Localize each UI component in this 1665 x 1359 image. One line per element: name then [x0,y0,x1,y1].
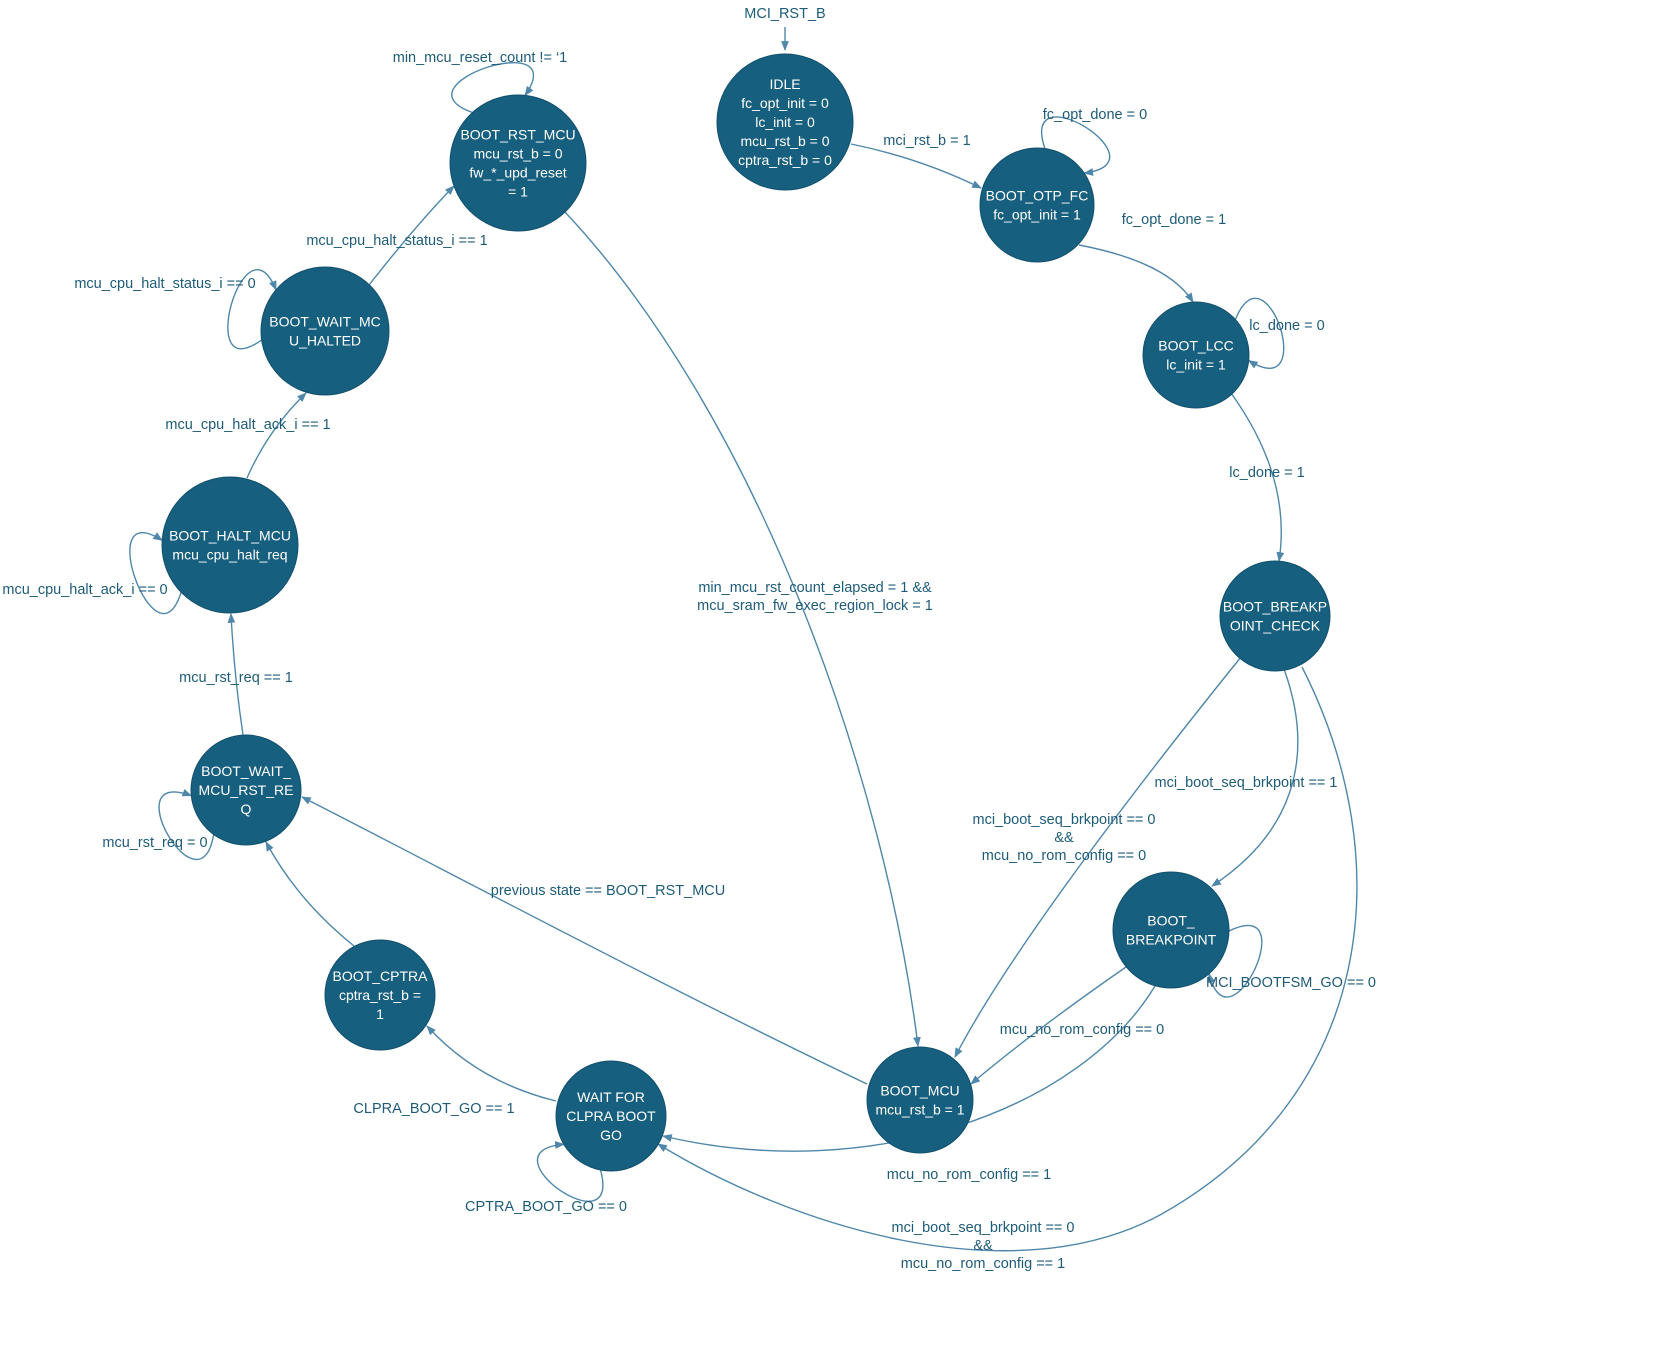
transition-label-bp-mcu: mcu_no_rom_config == 0 [1000,1022,1164,1038]
state-circle-boot_wait_mcu_halted [260,266,390,396]
transition-bpc-bp [1211,668,1299,887]
state-circle-boot_breakpoint [1112,871,1230,989]
transition-idle-otp [850,143,982,189]
transition-otp-self [1041,116,1111,176]
transition-label-waitrst-halt: mcu_rst_req == 1 [179,670,293,686]
transition-halted-rstmcu [368,185,455,286]
transition-label-waitgo-cptra: CLPRA_BOOT_GO == 1 [353,1101,514,1117]
transition-waitrst-halt [227,613,244,736]
state-circle-boot_wait_mcu_rst_req [190,734,302,846]
transition-bp-self [1207,924,1263,998]
transition-label-lcc-bpc: lc_done = 1 [1229,465,1304,481]
transition-label-entry-idle: MCI_RST_B [744,6,825,22]
state-circle-idle [716,53,854,191]
state-circle-boot_cptra [324,939,436,1051]
state-boot_breakpoint: BOOT_BREAKPOINT [1112,871,1230,989]
transition-waitgo-self [536,1141,604,1202]
transition-mcu-waitrst [301,796,868,1085]
transition-label-bp-self: MCI_BOOTFSM_GO == 0 [1206,975,1376,991]
state-label-boot_breakpoint: BOOT_BREAKPOINT [1126,913,1217,948]
transition-label-otp-self: fc_opt_done = 0 [1043,107,1147,123]
transition-label-bp-waitgo: mcu_no_rom_config == 1 [887,1167,1051,1183]
transition-label-waitrst-self: mcu_rst_req = 0 [102,835,207,851]
transition-halt-self [129,532,182,615]
state-circle-boot_mcu [866,1046,974,1154]
state-circle-wait_for_cptra_boot_go [555,1060,667,1172]
transition-label-otp-lcc: fc_opt_done = 1 [1122,212,1226,228]
transition-waitrst-self [158,788,215,861]
transition-layer [129,27,1358,1252]
transition-bpc-waitgo [657,666,1358,1252]
transition-cptra-waitrst [265,841,355,947]
transition-rstmcu-mcu [564,211,921,1047]
transition-halt-halted [246,392,307,479]
transition-bpc-mcu [954,656,1242,1058]
transition-label-bpc-bp: mci_boot_seq_brkpoint == 1 [1155,775,1338,791]
transition-label-idle-otp: mci_rst_b = 1 [883,133,970,149]
transition-label-bpc-mcu: mci_boot_seq_brkpoint == 0&&mcu_no_rom_c… [973,812,1156,864]
state-circle-boot_lcc [1142,301,1250,409]
transition-label-rstmcu-self: min_mcu_reset_count != ‘1 [393,50,568,66]
transition-label-halted-self: mcu_cpu_halt_status_i == 0 [74,276,255,292]
transition-otp-lcc [1078,244,1194,303]
transition-label-waitgo-self: CPTRA_BOOT_GO == 0 [465,1199,627,1215]
transition-label-bpc-waitgo: mci_boot_seq_brkpoint == 0&&mcu_no_rom_c… [892,1220,1075,1272]
transition-label-halted-rstmcu: mcu_cpu_halt_status_i == 1 [306,233,487,249]
state-circle-boot_breakpoint_check [1219,560,1331,672]
transition-lcc-bpc [1230,392,1285,562]
transition-label-mcu-waitrst: previous state == BOOT_RST_MCU [491,883,726,899]
transition-halted-self [227,269,277,350]
transition-waitgo-cptra [426,1025,557,1102]
state-circle-boot_rst_mcu [449,94,587,232]
transition-label-rstmcu-mcu: min_mcu_rst_count_elapsed = 1 &&mcu_sram… [697,580,933,614]
transition-label-lcc-self: lc_done = 0 [1249,318,1324,334]
state-circle-boot_halt_mcu [161,476,299,614]
label-layer: MCI_RST_B mci_rst_b = 1 fc_opt_done = 0 fc_… [2,6,1376,1272]
transition-lcc-self [1234,297,1285,369]
state-circle-boot_otp_fc [979,147,1095,263]
transition-bp-mcu [970,966,1127,1085]
transition-label-halt-self: mcu_cpu_halt_ack_i == 0 [2,582,167,598]
transition-label-halt-halted: mcu_cpu_halt_ack_i == 1 [165,417,330,433]
transition-rstmcu-self [451,62,535,114]
